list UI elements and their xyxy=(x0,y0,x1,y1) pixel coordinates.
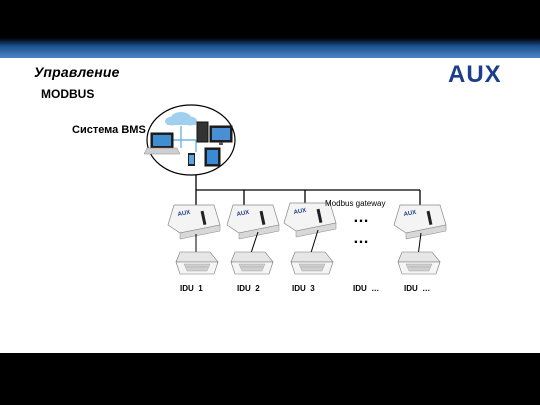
svg-text:AUX: AUX xyxy=(177,210,191,218)
gateway-device: AUX xyxy=(167,204,221,240)
slide-subtitle: MODBUS xyxy=(41,87,95,101)
svg-text:AUX: AUX xyxy=(403,210,417,218)
gateway-device: AUX xyxy=(283,202,337,238)
cloud-icon xyxy=(165,112,197,126)
ellipsis-lower: … xyxy=(353,230,369,247)
phone-icon xyxy=(188,153,195,166)
idu-cassette-icon xyxy=(175,251,219,275)
gateway-label: Modbus gateway xyxy=(325,199,386,208)
header-bar xyxy=(0,0,540,58)
tablet-icon xyxy=(204,147,221,167)
laptop-icon xyxy=(143,132,181,155)
idu-label-3: IDU 3 xyxy=(292,284,315,293)
idu-label-2: IDU 2 xyxy=(237,284,260,293)
idu-cassette-icon xyxy=(230,251,274,275)
idu-cassette-icon xyxy=(397,251,441,275)
aux-logo: AUX xyxy=(448,61,502,88)
desktop-computer-icon xyxy=(196,121,233,145)
gateway-device: AUX xyxy=(226,204,280,240)
idu-label-1: IDU 1 xyxy=(180,284,203,293)
ellipsis-upper: … xyxy=(353,209,369,226)
bms-label: Система BMS xyxy=(72,124,146,136)
svg-text:AUX: AUX xyxy=(236,210,250,218)
footer-bar xyxy=(0,353,540,405)
idu-label-5: IDU … xyxy=(404,284,431,293)
gateway-device: AUX xyxy=(393,204,447,240)
slide-title: Управление xyxy=(34,64,120,80)
bms-system-icon xyxy=(143,104,236,176)
idu-cassette-icon xyxy=(290,251,334,275)
svg-text:AUX: AUX xyxy=(293,208,307,216)
idu-label-4: IDU … xyxy=(353,284,380,293)
